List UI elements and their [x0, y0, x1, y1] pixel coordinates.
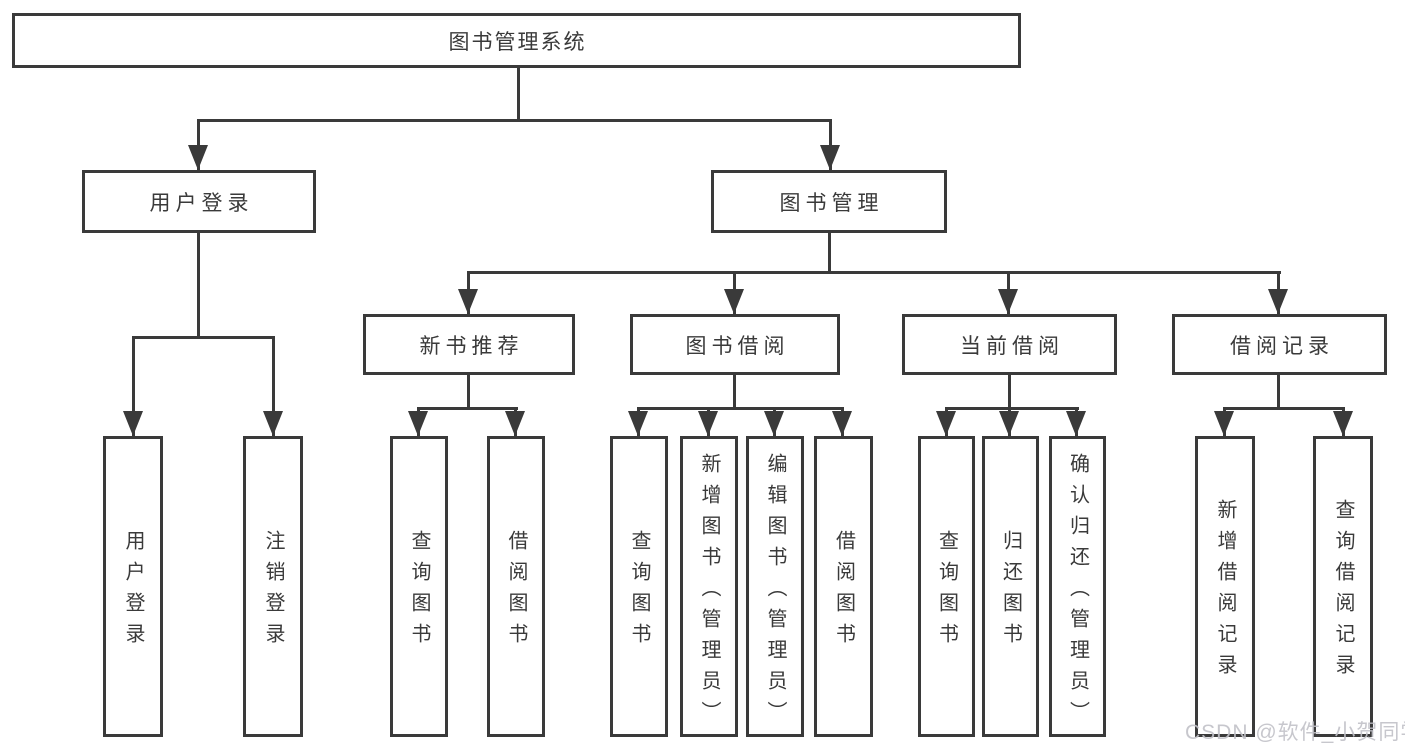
leaf-query-books: 查询图书	[610, 436, 668, 737]
node-label: 图书管理系统	[448, 30, 587, 54]
node-label: 编辑图书（管理员）	[764, 452, 786, 732]
node-label: 查询图书	[408, 530, 430, 654]
leaf-query-books: 查询图书	[390, 436, 448, 737]
connector-root-stub	[517, 68, 520, 119]
leaf-query-borrow-record: 查询借阅记录	[1313, 436, 1373, 737]
connector-stub	[467, 375, 470, 407]
leaf-confirm-return-admin: 确认归还（管理员）	[1049, 436, 1106, 737]
arrowhead-down-icon	[832, 411, 852, 436]
arrowhead-down-icon	[998, 289, 1018, 314]
node-book-borrowing: 图书借阅	[630, 314, 840, 375]
node-user-login: 用户登录	[82, 170, 316, 233]
node-label: 查询图书	[935, 530, 958, 654]
node-label: 借阅记录	[1230, 334, 1334, 358]
connector-drop-leaf	[132, 336, 135, 436]
arrowhead-down-icon	[820, 145, 840, 170]
node-label: 新增借阅记录	[1214, 499, 1236, 685]
node-borrowing-records: 借阅记录	[1172, 314, 1387, 375]
node-label: 图书借阅	[685, 334, 790, 358]
arrowhead-down-icon	[1066, 411, 1086, 436]
arrowhead-down-icon	[188, 145, 208, 170]
node-label: 图书管理	[779, 191, 884, 215]
leaf-borrow-books: 借阅图书	[814, 436, 873, 737]
connector-stub	[1277, 375, 1280, 407]
arrowhead-down-icon	[263, 411, 283, 436]
arrowhead-down-icon	[123, 411, 143, 436]
connector-bar	[417, 407, 518, 410]
leaf-add-book-admin: 新增图书（管理员）	[680, 436, 738, 737]
node-label: 归还图书	[999, 530, 1022, 654]
leaf-user-login: 用户登录	[103, 436, 163, 737]
node-label: 借阅图书	[505, 530, 527, 654]
node-current-borrowing: 当前借阅	[902, 314, 1117, 375]
connector-drop-user-login	[197, 119, 200, 170]
arrowhead-down-icon	[628, 411, 648, 436]
node-label: 新增图书（管理员）	[698, 452, 720, 732]
connector-bar	[945, 407, 1079, 410]
connector-book-management-stub	[828, 233, 831, 271]
arrowhead-down-icon	[764, 411, 784, 436]
leaf-return-books: 归还图书	[982, 436, 1039, 737]
arrowhead-down-icon	[698, 411, 718, 436]
node-label: 注销登录	[262, 530, 284, 654]
leaf-add-borrow-record: 新增借阅记录	[1195, 436, 1255, 737]
leaf-edit-book-admin: 编辑图书（管理员）	[746, 436, 804, 737]
arrowhead-down-icon	[1268, 289, 1288, 314]
connector-bar	[637, 407, 844, 410]
connector-stub	[733, 375, 736, 407]
node-label: 借阅图书	[832, 530, 855, 654]
node-new-book-recommendation: 新书推荐	[363, 314, 575, 375]
arrowhead-down-icon	[936, 411, 956, 436]
arrowhead-down-icon	[505, 411, 525, 436]
connector-level2-bar	[197, 119, 832, 122]
connector-stub	[1008, 375, 1011, 407]
connector-user-login-bar	[132, 336, 275, 339]
leaf-logout: 注销登录	[243, 436, 303, 737]
csdn-watermark: CSDN @软件_小贺同学	[1185, 721, 1405, 744]
arrowhead-down-icon	[999, 411, 1019, 436]
leaf-query-books: 查询图书	[918, 436, 975, 737]
node-library-management-system: 图书管理系统	[12, 13, 1021, 68]
node-label: 用户登录	[149, 191, 254, 215]
node-label: 查询图书	[628, 530, 650, 654]
node-label: 查询借阅记录	[1332, 499, 1354, 685]
connector-drop-book-management	[829, 119, 832, 170]
leaf-borrow-books: 借阅图书	[487, 436, 545, 737]
arrowhead-down-icon	[724, 289, 744, 314]
arrowhead-down-icon	[458, 289, 478, 314]
connector-drop-leaf	[272, 336, 275, 436]
connector-user-login-stub	[197, 233, 200, 336]
node-label: 用户登录	[122, 530, 144, 654]
node-label: 确认归还（管理员）	[1066, 452, 1089, 732]
connector-bar	[1223, 407, 1345, 410]
connector-level3-bar	[467, 271, 1281, 274]
arrowhead-down-icon	[1214, 411, 1234, 436]
node-label: 当前借阅	[960, 334, 1064, 358]
arrowhead-down-icon	[1333, 411, 1353, 436]
node-book-management: 图书管理	[711, 170, 947, 233]
node-label: 新书推荐	[419, 334, 524, 358]
arrowhead-down-icon	[408, 411, 428, 436]
